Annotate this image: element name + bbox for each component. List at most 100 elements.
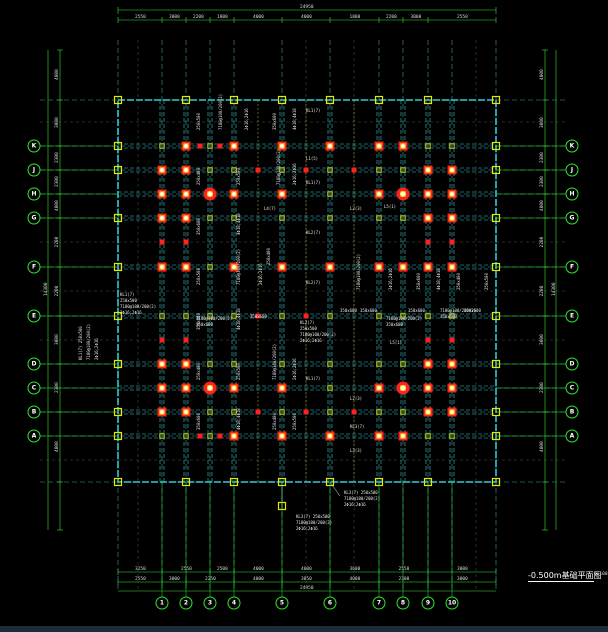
pile-core-13	[449, 167, 455, 173]
beam-label-4: KL2(7)	[306, 280, 320, 285]
column-marker-90	[449, 143, 455, 149]
pile-core-39	[425, 191, 431, 197]
pile-cap-core-2	[207, 385, 213, 391]
center-anno-0: KL1(7)	[120, 292, 134, 297]
column-marker-51	[327, 167, 333, 173]
pile-core-34	[376, 264, 382, 270]
dim-left-seg-label-1: 3000	[54, 117, 60, 128]
dim-bot-seg1-label-7: 3000	[457, 566, 468, 572]
column-marker-42	[279, 191, 285, 197]
pile-cap-core-1	[400, 191, 406, 197]
column-marker-53	[327, 215, 333, 221]
pile-core-9	[327, 143, 333, 149]
column-marker-61	[376, 167, 382, 173]
axis-bubble-row-left-D-label: D	[32, 361, 37, 368]
column-marker-30	[231, 143, 237, 149]
axis-bubble-row-right-J-label: J	[570, 167, 573, 174]
pile-core-4	[183, 215, 189, 221]
pile-core-17	[449, 264, 455, 270]
pile-core-29	[425, 361, 431, 367]
column-marker-16	[183, 361, 189, 367]
column-marker-8	[159, 409, 165, 415]
beam-label-10: L4(7)	[264, 206, 276, 211]
pile-core-44	[183, 191, 189, 197]
perimeter-column-8	[113, 477, 123, 487]
column-marker-20	[207, 143, 213, 149]
perimeter-column-1	[181, 95, 191, 105]
beam-spec-8: 2Φ16;2Φ16	[292, 163, 297, 185]
beam-spec-29: 250x400	[456, 273, 461, 290]
column-marker-63	[376, 215, 382, 221]
column-marker-57	[327, 385, 333, 391]
dim-bot-seg2-label-3: 4000	[253, 576, 264, 582]
column-marker-81	[425, 167, 431, 173]
dim-right-seg-label-2: 2300	[539, 152, 545, 163]
column-marker-74	[400, 264, 406, 270]
column-marker-96	[449, 361, 455, 367]
dim-left-seg-label-7: 3000	[54, 334, 60, 345]
dim-top-overall-label: 24950	[300, 4, 314, 10]
column-marker-80	[425, 143, 431, 149]
axis-bubble-row-left-J-label: J	[32, 167, 35, 174]
column-marker-52	[327, 191, 333, 197]
pile-core-27	[425, 409, 431, 415]
column-marker-97	[449, 385, 455, 391]
beam-spec-13: 7180@100/200(2)	[236, 249, 241, 285]
beam-spec-26: 2Φ16;2Φ16	[388, 268, 393, 290]
perimeter-column-5	[374, 95, 384, 105]
axis-bubble-row-right-C-label: C	[570, 385, 575, 392]
beam-spec-9: 350x600	[196, 218, 201, 235]
axis-bubble-row-left-C-label: C	[32, 385, 37, 392]
pile-markers	[157, 141, 457, 441]
axis-bubble-row-right-A-label: A	[570, 433, 575, 440]
beam-spec-28: 4Φ18;4Φ18	[436, 268, 441, 290]
dim-bot-seg2-label-1: 3000	[169, 576, 180, 582]
column-marker-26	[207, 361, 213, 367]
pile-dot-19	[255, 313, 261, 319]
pile-core-47	[159, 191, 165, 197]
dim-bot-seg2-label-7: 3000	[457, 576, 468, 582]
perimeter-column-0	[113, 95, 123, 105]
center-anno-3: 2Φ16;2Φ16	[120, 310, 142, 315]
dim-right-seg-label-5: 2200	[539, 236, 545, 247]
beam-label-9: KL1(7)	[306, 376, 320, 381]
pile-core-20	[183, 409, 189, 415]
column-marker-86	[425, 361, 431, 367]
pile-core-49	[449, 385, 455, 391]
dim-left-overall-label: 14300	[43, 282, 49, 296]
beam-spec-0: 250x500	[196, 113, 201, 130]
bottom-note-right-rebar: 2Φ16;2Φ16	[344, 502, 366, 507]
beam-spec-15: 350x600	[196, 313, 201, 330]
center-anno-9: 350x600	[440, 314, 457, 319]
column-marker-34	[231, 264, 237, 270]
dim-left-seg-label-2: 2300	[54, 152, 60, 163]
column-marker-48	[279, 409, 285, 415]
beam-spec-18: 250x500	[236, 363, 241, 380]
pile-core-3	[159, 215, 165, 221]
column-marker-98	[449, 409, 455, 415]
bottom-note-left-spec: 7180@100/200(2)	[296, 520, 332, 525]
column-marker-40	[279, 143, 285, 149]
pile-dot-13	[449, 239, 455, 245]
pile-dot-15	[183, 337, 189, 343]
dim-bot-seg2-label-6: 2300	[399, 576, 410, 582]
center-anno-1: 250x500	[120, 298, 137, 303]
pile-core-25	[376, 433, 382, 439]
column-marker-28	[207, 409, 213, 415]
column-marker-59	[327, 433, 333, 439]
column-marker-79	[400, 433, 406, 439]
pile-dot-5	[197, 433, 203, 439]
dim-right-seg-label-6: 2200	[539, 285, 545, 296]
column-marker-50	[327, 143, 333, 149]
pile-core-23	[279, 433, 285, 439]
pile-core-21	[159, 409, 165, 415]
dim-bot-seg2-label-5: 4000	[350, 576, 361, 582]
pile-dot-16	[425, 337, 431, 343]
beam-spec-22: 4Φ18;4Φ18	[236, 408, 241, 430]
column-marker-72	[400, 191, 406, 197]
perimeter-column-15	[491, 477, 501, 487]
column-marker-24	[207, 264, 213, 270]
dim-bot-seg1-label-3: 4000	[253, 566, 264, 572]
axis-bubble-col-4-label: 4	[232, 600, 236, 607]
axis-bubble-row-left-E-label: E	[32, 313, 36, 320]
